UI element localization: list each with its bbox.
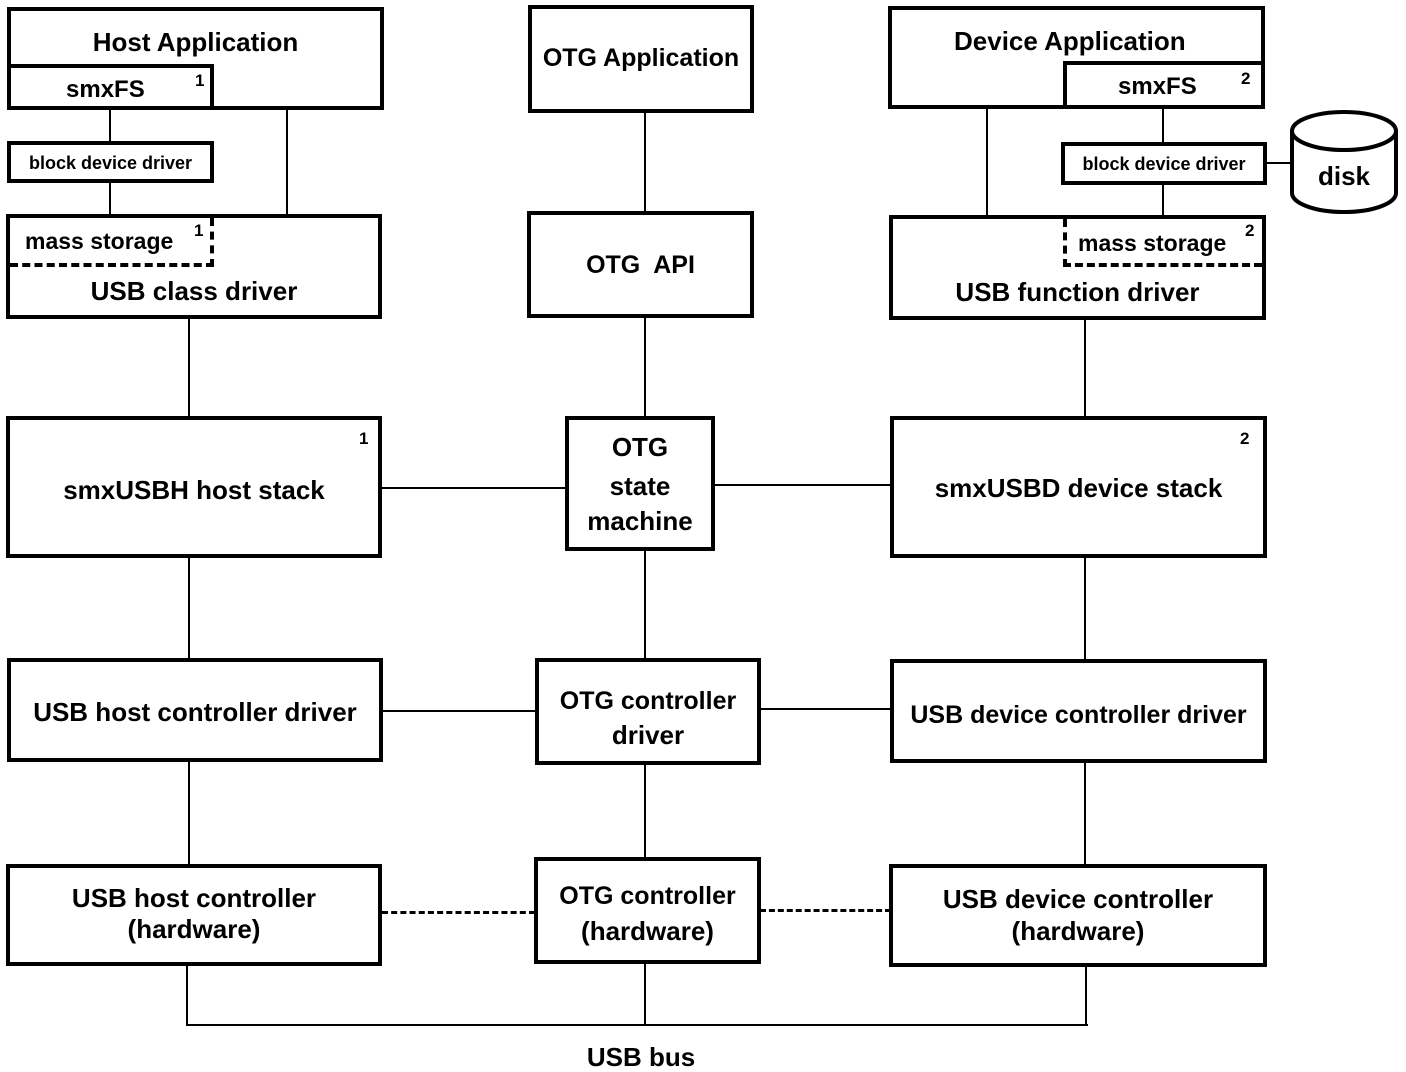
device-controller-hardware-box: USB device controller (hardware) <box>889 864 1267 967</box>
otg-api-box: OTG API <box>527 211 754 318</box>
connector-blockdriver-massstorage <box>109 182 111 216</box>
host-controller-hw-line1: USB host controller <box>71 883 317 913</box>
host-smxfs-note: 1 <box>195 71 205 90</box>
device-mass-storage-note: 2 <box>1245 221 1255 240</box>
device-block-device-driver-box: block device driver <box>1061 142 1267 185</box>
device-mass-storage-region: mass storage 2 <box>1063 219 1262 267</box>
device-controller-driver-label: USB device controller driver <box>910 701 1247 729</box>
otg-state-machine-box: OTG state machine <box>565 416 715 551</box>
host-stack-label: smxUSBH host stack <box>63 475 325 505</box>
connector-blockdriver-disk <box>1266 162 1294 164</box>
link-otgdriver-dcd <box>759 708 892 710</box>
usb-function-driver-box: USB function driver <box>889 215 1266 320</box>
connector-api-statemachine <box>644 316 646 418</box>
host-application-label: Host Application <box>92 27 299 57</box>
link-hoststack-statemachine <box>381 487 567 489</box>
dashed-link-hosthw-otghw <box>382 911 535 914</box>
connector-otgdriver-otghw <box>644 763 646 859</box>
host-controller-driver-box: USB host controller driver <box>7 658 383 762</box>
connector-smxfs-blockdriver <box>109 109 111 144</box>
connector-dcd-devhw <box>1084 762 1086 866</box>
connector-devstack-dcd <box>1084 557 1086 661</box>
disk-icon <box>1290 110 1398 214</box>
connector-classdriver-hoststack <box>188 318 190 418</box>
otg-driver-line1: OTG controller <box>559 687 737 715</box>
connector-statemachine-otgdriver <box>644 549 646 660</box>
dashed-link-otghw-devhw <box>760 909 891 912</box>
otg-controller-driver-box: OTG controller driver <box>535 658 761 765</box>
connector-devblockdriver-massstorage <box>1162 183 1164 218</box>
link-statemachine-devstack <box>713 484 892 486</box>
host-mass-storage-note: 1 <box>194 221 204 240</box>
host-block-device-driver-label: block device driver <box>28 153 193 173</box>
otg-api-label: OTG API <box>586 251 695 279</box>
otg-state-line1: OTG <box>611 432 669 462</box>
connector-otgapp-api <box>644 111 646 213</box>
device-stack-box: smxUSBD device stack 2 <box>890 416 1267 558</box>
connector-otghw-bus <box>644 962 646 1026</box>
device-controller-hw-line1: USB device controller <box>942 884 1214 914</box>
host-controller-driver-label: USB host controller driver <box>33 697 357 727</box>
device-mass-storage-label: mass storage <box>1078 230 1227 256</box>
host-mass-storage-region: mass storage 1 <box>10 218 214 267</box>
otg-state-line3: machine <box>587 506 693 536</box>
connector-hostapp-classdriver <box>286 109 288 216</box>
connector-hosthw-bus <box>186 964 188 1026</box>
host-block-device-driver-box: block device driver <box>7 141 214 183</box>
host-controller-hardware-box: USB host controller (hardware) <box>6 864 382 966</box>
host-controller-hw-line2: (hardware) <box>127 914 261 944</box>
host-mass-storage-label: mass storage <box>25 228 174 254</box>
device-smxfs-box: smxFS 2 <box>1063 61 1265 109</box>
connector-functiondriver-devstack <box>1084 318 1086 418</box>
device-smxfs-note: 2 <box>1241 69 1251 88</box>
connector-devsmxfs-blockdriver <box>1162 107 1164 145</box>
host-smxfs-label: smxFS <box>66 76 145 103</box>
otg-application-label: OTG Application <box>542 44 740 72</box>
usb-function-driver-label: USB function driver <box>955 277 1200 307</box>
otg-driver-line2: driver <box>611 720 685 750</box>
disk-label: disk <box>1317 161 1371 191</box>
otg-state-line2: state <box>609 471 671 501</box>
connector-devhw-bus <box>1085 965 1087 1026</box>
connector-hoststack-hcd <box>188 557 190 660</box>
device-stack-label: smxUSBD device stack <box>934 473 1223 503</box>
device-controller-driver-box: USB device controller driver <box>890 659 1267 763</box>
host-stack-note: 1 <box>359 429 369 448</box>
usb-class-driver-label: USB class driver <box>90 276 298 306</box>
otg-hw-line1: OTG controller <box>559 882 736 910</box>
device-stack-note: 2 <box>1240 429 1250 448</box>
host-smxfs-box: smxFS 1 <box>7 64 214 110</box>
otg-controller-hardware-box: OTG controller (hardware) <box>534 857 761 964</box>
host-stack-box: smxUSBH host stack 1 <box>6 416 382 558</box>
link-hcd-otgdriver <box>382 710 537 712</box>
otg-application-box: OTG Application <box>528 5 754 113</box>
device-controller-hw-line2: (hardware) <box>1011 916 1145 946</box>
device-block-device-driver-label: block device driver <box>1082 154 1246 174</box>
usb-bus-label: USB bus <box>586 1042 696 1072</box>
device-application-label: Device Application <box>954 26 1186 56</box>
device-smxfs-label: smxFS <box>1118 73 1197 100</box>
connector-devapp-functiondriver <box>986 107 988 218</box>
usb-bus-line <box>186 1024 1088 1026</box>
connector-hcd-hosthw <box>188 760 190 866</box>
otg-hw-line2: (hardware) <box>581 916 714 946</box>
